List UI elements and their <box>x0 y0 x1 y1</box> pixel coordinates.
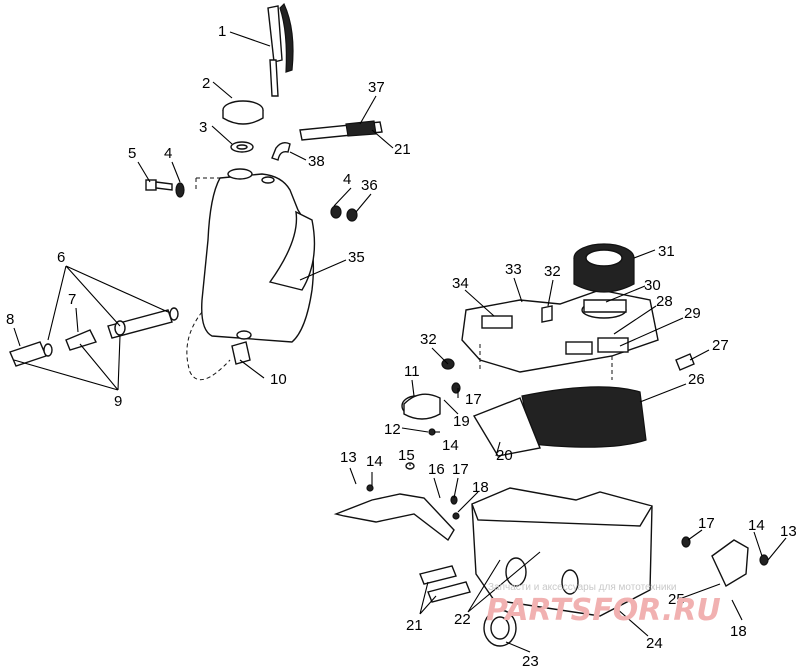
side-bracket <box>711 539 749 587</box>
callout-36: 36 <box>361 177 378 194</box>
airbox-cover <box>461 289 659 373</box>
callout-9: 9 <box>114 393 122 410</box>
callout-13b: 13 <box>780 523 797 540</box>
screw-5 <box>145 179 185 198</box>
foam-filter <box>521 386 647 448</box>
throttle-body <box>401 393 441 420</box>
callout-30: 30 <box>644 277 661 294</box>
airbox-base <box>471 487 653 617</box>
callout-27: 27 <box>712 337 729 354</box>
callout-17c: 17 <box>698 515 715 532</box>
callout-21: 21 <box>394 141 411 158</box>
callout-10: 10 <box>270 371 287 388</box>
callout-17: 17 <box>465 391 482 408</box>
callout-34: 34 <box>452 275 469 292</box>
base-dashed <box>479 344 613 380</box>
callout-31: 31 <box>658 243 675 260</box>
watermark-caption: Запчасти и аксессуары для мототехники <box>488 582 676 593</box>
filter-gasket <box>472 397 541 457</box>
callout-16: 16 <box>428 461 445 478</box>
callout-24: 24 <box>646 635 663 652</box>
tank-hose-dashed <box>186 311 231 381</box>
callout-23: 23 <box>522 653 539 670</box>
watermark-logo: PARTSFOR.RU <box>486 593 721 628</box>
callout-29: 29 <box>684 305 701 322</box>
callout-28: 28 <box>656 293 673 310</box>
callout-11: 11 <box>404 363 420 380</box>
watermark: Запчасти и аксессуары для мототехники PA… <box>486 582 721 628</box>
leader-lines <box>13 31 787 653</box>
callout-25: 25 <box>668 591 685 608</box>
callout-32b: 32 <box>420 331 437 348</box>
callout-20: 20 <box>496 447 513 464</box>
callout-13: 13 <box>340 449 357 466</box>
callout-21b: 21 <box>406 617 423 634</box>
tubes-21 <box>419 565 471 603</box>
callout-14b: 14 <box>366 453 383 470</box>
filter-assembly <box>9 307 179 367</box>
callout-6: 6 <box>57 249 65 266</box>
callout-8: 8 <box>6 311 14 328</box>
callout-14c: 14 <box>748 517 765 534</box>
mount-bracket <box>333 493 455 542</box>
tank-cap <box>222 100 264 125</box>
grommet-23 <box>483 609 517 647</box>
callout-4: 4 <box>164 145 172 162</box>
callout-12: 12 <box>384 421 401 438</box>
callout-14: 14 <box>442 437 459 454</box>
vent-hose <box>299 120 383 141</box>
callout-38: 38 <box>308 153 325 170</box>
cap-dashed <box>195 177 220 190</box>
callout-7: 7 <box>68 291 76 308</box>
elbow-fitting <box>271 141 291 161</box>
callout-37: 37 <box>368 79 385 96</box>
callout-3: 3 <box>199 119 207 136</box>
callout-5: 5 <box>128 145 136 162</box>
callout-4b: 4 <box>343 171 351 188</box>
cap-gasket <box>230 141 254 153</box>
callout-15: 15 <box>398 447 415 464</box>
washer-nut-36 <box>330 205 358 222</box>
callout-17b: 17 <box>452 461 469 478</box>
callout-32: 32 <box>544 263 561 280</box>
callout-18b: 18 <box>730 623 747 640</box>
callout-33: 33 <box>505 261 522 278</box>
callout-26: 26 <box>688 371 705 388</box>
intake-ring <box>581 299 627 319</box>
oil-tank <box>201 168 316 343</box>
dipstick <box>267 2 294 97</box>
callout-2: 2 <box>202 75 210 92</box>
callout-labels: 1 2 3 4 5 4 6 7 8 9 10 36 38 37 21 35 31… <box>6 23 797 670</box>
callout-22: 22 <box>454 611 471 628</box>
callout-35: 35 <box>348 249 365 266</box>
callout-19: 19 <box>453 413 470 430</box>
air-filter-element <box>573 243 635 293</box>
tank-fitting <box>231 341 251 365</box>
callout-1: 1 <box>218 23 226 40</box>
callout-18: 18 <box>472 479 489 496</box>
